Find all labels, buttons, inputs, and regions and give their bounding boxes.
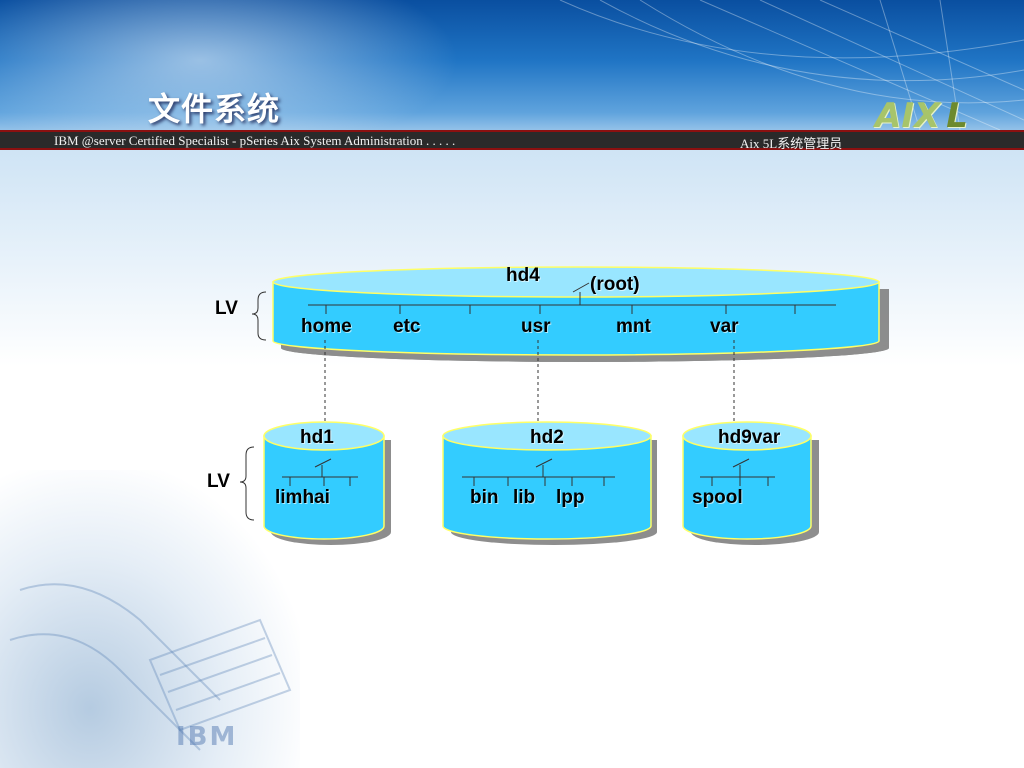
hd9var-cylinder <box>682 421 812 540</box>
bottom-lv-brace <box>239 446 255 521</box>
banner-left-text: IBM @server Certified Specialist - pSeri… <box>54 133 456 148</box>
ibm-watermark: IBM <box>176 722 238 752</box>
hd1-label: hd1 <box>300 427 334 448</box>
hd9var-tree <box>700 458 775 486</box>
hd2-tree <box>462 458 615 486</box>
hd4-tree <box>308 282 836 314</box>
hd9var-label: hd9var <box>718 427 781 448</box>
hd4-cylinder <box>272 266 880 356</box>
page-title: 文件系统 <box>148 90 281 128</box>
top-lv-brace <box>251 291 267 341</box>
header-glow <box>0 0 460 150</box>
bottom-lv-label: LV <box>207 471 230 492</box>
hd1-cylinder <box>263 421 385 540</box>
dir-lib: lib <box>513 487 536 508</box>
keyboard-hand-illustration <box>9 583 292 751</box>
dir-limhai: limhai <box>275 487 330 508</box>
dir-mnt: mnt <box>616 316 651 337</box>
dir-spool: spool <box>692 487 743 508</box>
dir-var: var <box>710 316 739 337</box>
hd4-label: hd4 <box>506 265 540 286</box>
mount-connectors <box>324 340 735 424</box>
dir-bin: bin <box>470 487 499 508</box>
hd1-tree <box>282 458 358 486</box>
network-lines-decoration <box>559 0 1024 131</box>
dir-lpp: lpp <box>556 487 585 508</box>
aix-logo-text: AIX <box>875 96 941 136</box>
dir-usr: usr <box>521 316 551 337</box>
hd2-cylinder <box>442 421 652 540</box>
lv-braces <box>239 291 267 521</box>
dir-home: home <box>301 316 352 337</box>
banner-right-text: Aix 5L系统管理员 <box>740 136 843 151</box>
dir-etc: etc <box>393 316 421 337</box>
root-mount-label: (root) <box>590 274 640 295</box>
top-lv-label: LV <box>215 298 238 319</box>
hd2-label: hd2 <box>530 427 564 448</box>
subtitle-band: IBM @server Certified Specialist - pSeri… <box>0 130 1024 151</box>
aix-logo-suffix: L <box>946 96 968 136</box>
